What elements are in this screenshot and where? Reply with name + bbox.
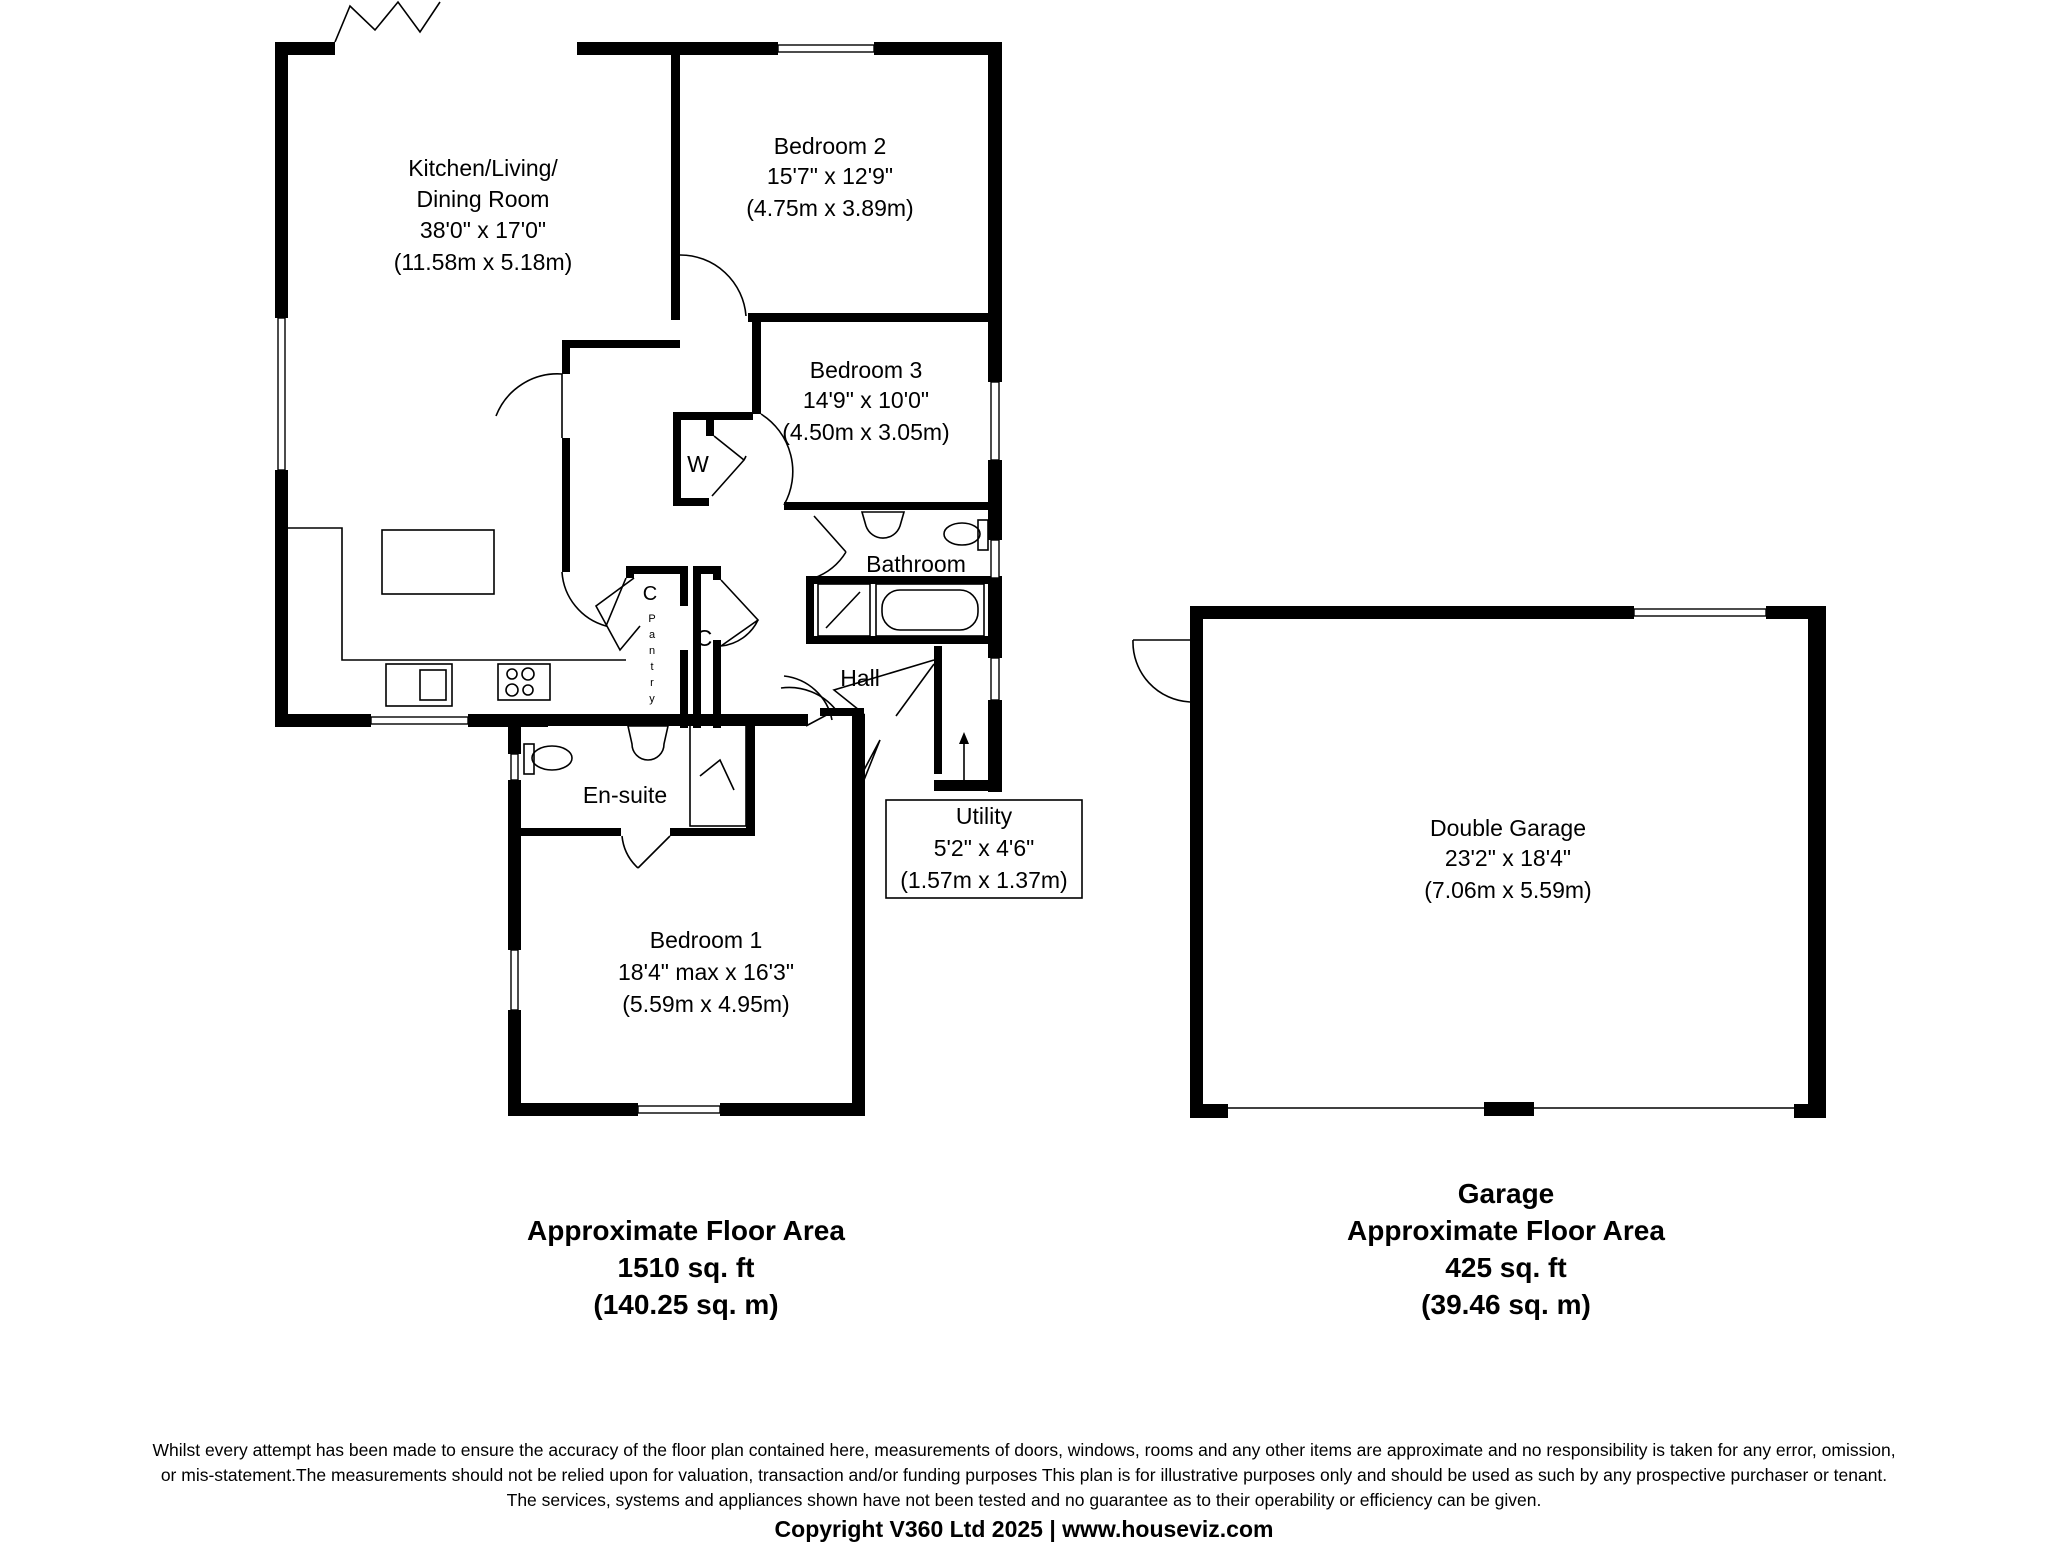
house-area-line3: (140.25 sq. m) bbox=[593, 1289, 779, 1320]
utility-label-box bbox=[885, 799, 1083, 899]
bedroom1-imperial: 18'4" max x 16'3" bbox=[618, 959, 794, 985]
disclaimer-line2: or mis-statement.The measurements should… bbox=[160, 1465, 1888, 1485]
garage-area-line1: Garage bbox=[1457, 1178, 1555, 1209]
bedroom1-metric: (5.59m x 4.95m) bbox=[622, 991, 789, 1017]
utility-metric: (1.57m x 1.37m) bbox=[900, 867, 1067, 893]
room-labels: Kitchen/Living/ Dining Room 38'0" x 17'0… bbox=[394, 133, 1592, 1017]
bedroom2-imperial: 15'7" x 12'9" bbox=[767, 163, 893, 189]
pantry-c-label: C bbox=[643, 583, 657, 605]
kitchen-name-line2: Dining Room bbox=[417, 186, 550, 212]
cupboard-label: C bbox=[696, 625, 713, 651]
garage-area-line3: 425 sq. ft bbox=[1445, 1252, 1567, 1283]
utility-name: Utility bbox=[956, 803, 1013, 829]
pantry-letter: a bbox=[649, 629, 656, 641]
house-floor-area: Approximate Floor Area 1510 sq. ft (140.… bbox=[486, 1212, 886, 1323]
disclaimer-line3: The services, systems and appliances sho… bbox=[506, 1490, 1542, 1510]
pantry-letter: r bbox=[650, 677, 654, 689]
garage-name: Double Garage bbox=[1430, 815, 1586, 841]
pantry-letter: y bbox=[649, 693, 655, 705]
bedroom3-metric: (4.50m x 3.05m) bbox=[782, 419, 949, 445]
pantry-letter: P bbox=[648, 613, 655, 625]
doors-and-fixtures bbox=[288, 0, 989, 869]
garage-walls bbox=[1132, 606, 1826, 1118]
house-area-line1: Approximate Floor Area bbox=[527, 1215, 845, 1246]
pantry-letter: n bbox=[649, 645, 655, 657]
ensuite-name: En-suite bbox=[583, 782, 667, 808]
kitchen-name-line1: Kitchen/Living/ bbox=[408, 155, 558, 181]
bedroom1-name: Bedroom 1 bbox=[650, 927, 763, 953]
copyright: Copyright V360 Ltd 2025 | www.houseviz.c… bbox=[774, 1516, 1274, 1542]
kitchen-metric: (11.58m x 5.18m) bbox=[394, 249, 573, 275]
disclaimer-line1: Whilst every attempt has been made to en… bbox=[152, 1440, 1896, 1460]
garage-area-line4: (39.46 sq. m) bbox=[1421, 1289, 1591, 1320]
kitchen-imperial: 38'0" x 17'0" bbox=[420, 217, 546, 243]
windows bbox=[277, 44, 1000, 1114]
hall-name: Hall bbox=[840, 665, 880, 691]
utility-imperial: 5'2" x 4'6" bbox=[934, 835, 1035, 861]
bedroom3-imperial: 14'9" x 10'0" bbox=[803, 387, 929, 413]
garage-area-line2: Approximate Floor Area bbox=[1347, 1215, 1665, 1246]
garage-metric: (7.06m x 5.59m) bbox=[1424, 877, 1591, 903]
house-walls bbox=[275, 42, 1002, 1116]
house-area-line2: 1510 sq. ft bbox=[617, 1252, 755, 1283]
disclaimer: Whilst every attempt has been made to en… bbox=[0, 1438, 2048, 1513]
bedroom2-metric: (4.75m x 3.89m) bbox=[746, 195, 913, 221]
bedroom2-name: Bedroom 2 bbox=[774, 133, 887, 159]
wardrobe-label: W bbox=[687, 451, 709, 477]
bedroom3-name: Bedroom 3 bbox=[810, 357, 923, 383]
bathroom-name: Bathroom bbox=[866, 551, 966, 577]
garage-floor-area: Garage Approximate Floor Area 425 sq. ft… bbox=[1306, 1175, 1706, 1323]
garage-imperial: 23'2" x 18'4" bbox=[1445, 845, 1571, 871]
pantry-letter: t bbox=[650, 661, 653, 673]
